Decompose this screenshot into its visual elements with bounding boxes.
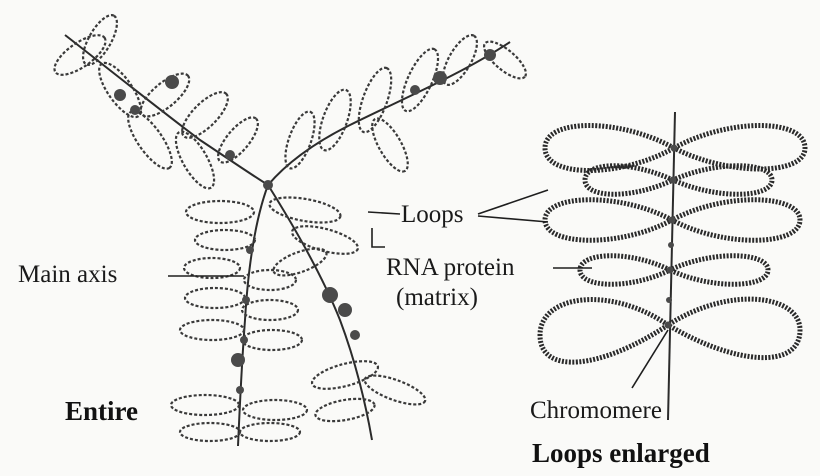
- enlarged-chromomeres: [665, 145, 678, 329]
- leader-rna-protein: [372, 228, 385, 247]
- lower-left-loops: [171, 201, 307, 441]
- chromomere-label: Chromomere: [530, 397, 662, 424]
- enlarged-loop-4: [580, 256, 768, 285]
- loops-label: Loops: [401, 201, 464, 228]
- leader-loops-2: [478, 190, 548, 214]
- entire-label: Entire: [65, 396, 138, 426]
- leader-loops-1: [368, 212, 400, 214]
- upper-left-loops: [49, 10, 265, 193]
- main-axis-upper-right-arm: [268, 42, 510, 185]
- leader-loops-3: [478, 216, 548, 222]
- main-axis-lower-left-arm: [238, 185, 268, 446]
- enlarged-main-axis: [668, 112, 675, 420]
- entire-chromosome: [49, 10, 532, 446]
- loops-enlarged-figure: [540, 112, 805, 420]
- main-axis-label: Main axis: [18, 261, 117, 288]
- rna-protein-label: RNA protein: [386, 254, 515, 281]
- matrix-label: (matrix): [396, 284, 478, 311]
- loops-enlarged-label: Loops enlarged: [532, 438, 710, 468]
